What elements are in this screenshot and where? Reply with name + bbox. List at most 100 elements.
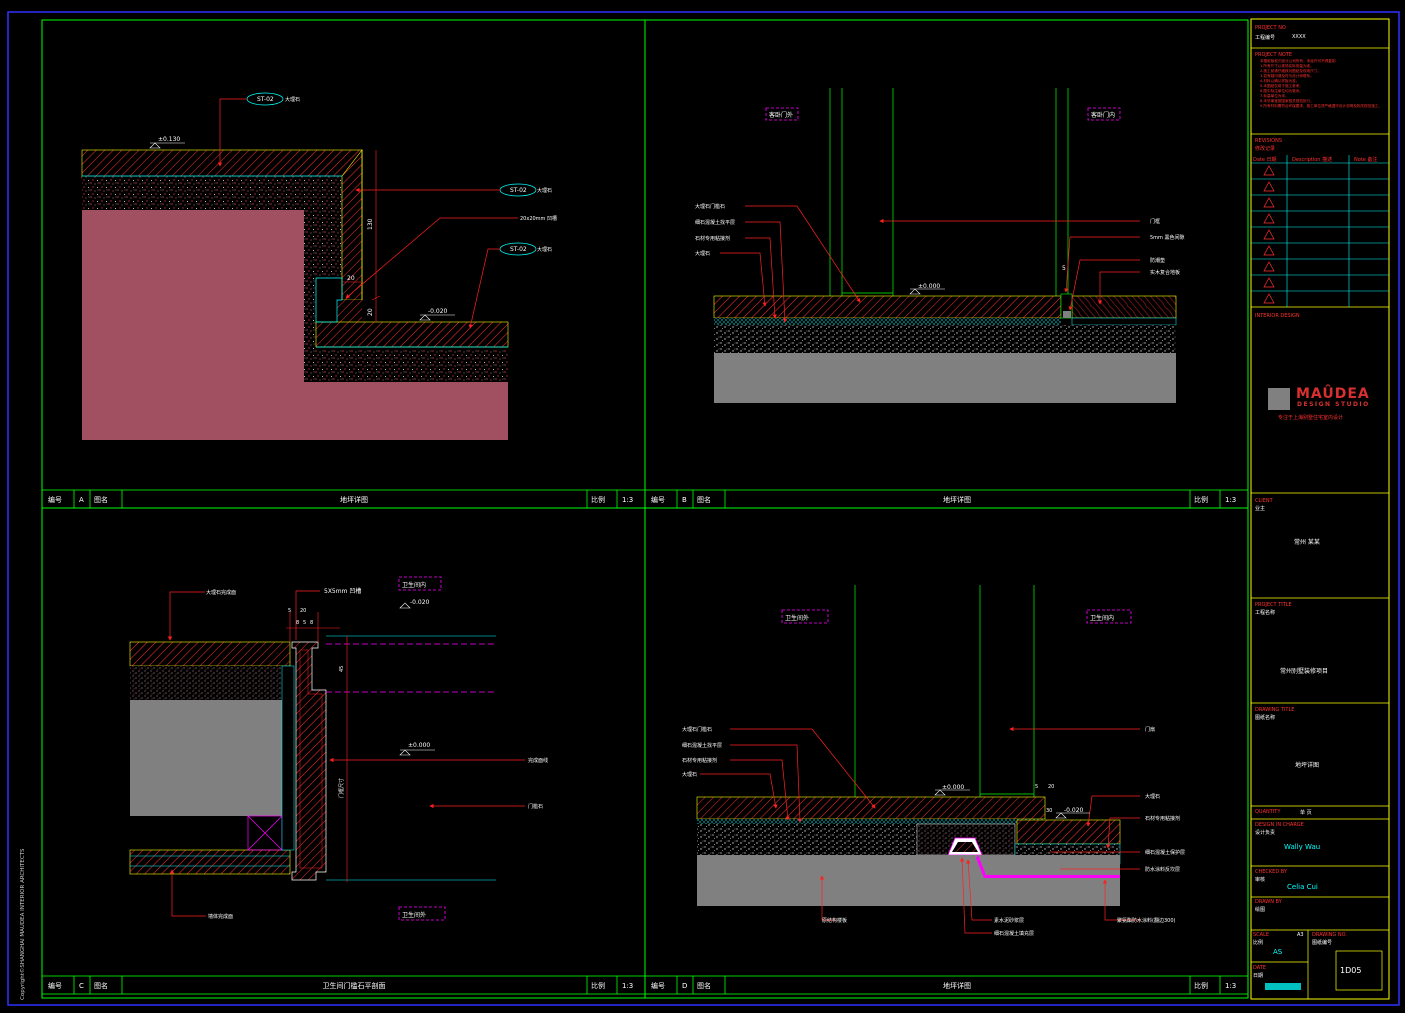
b-room-right: 客卧门内 — [1091, 111, 1115, 119]
d-level-b: -0.020 — [1064, 807, 1084, 814]
d-level-a: ±0.000 — [942, 784, 964, 791]
revision-triangle-icon — [1263, 213, 1275, 224]
c-joint: 5X5mm 凹槽 — [324, 587, 361, 595]
panel-a-detail: ST-02 大理石 ST-02 大理石 20x20mm 凹槽 ST-02 大理石… — [81, 92, 557, 440]
panel-title-bar — [644, 975, 1249, 995]
title-block-grid — [1251, 47, 1389, 999]
revision-triangle-icon — [1263, 277, 1275, 288]
tb-note-line: 9.所有材料需符合环保要求，施工单位须严格遵守设计说明及相关规范施工。 — [1260, 104, 1383, 108]
d-dim-2: 20 — [1048, 784, 1054, 790]
c-dim-45: 45 — [339, 666, 345, 672]
revision-triangle-icon — [1263, 165, 1275, 176]
logo-name: MAÛDEA — [1296, 386, 1370, 402]
panel-name-label: 图名 — [697, 495, 711, 504]
panel-name-label: 图名 — [94, 981, 108, 990]
b-note-left-1: 大理石门槛石 — [695, 203, 725, 210]
tb-project-title-label: PROJECT TITLE — [1255, 602, 1292, 608]
tb-note-label: PROJECT NOTE — [1255, 52, 1293, 58]
tb-drawn-cn: 绘图 — [1255, 907, 1266, 913]
tb-client-label: CLIENT — [1255, 498, 1273, 504]
c-room-out: 卫生间外 — [402, 911, 426, 919]
tb-designer-label: DESIGN IN CHARGE — [1255, 822, 1304, 828]
b-dim-5: 5 — [1062, 265, 1066, 272]
panel-id: B — [682, 496, 687, 504]
c-dim-5: 8 — [310, 620, 313, 626]
d-note-bottom-4: 聚氨酯防水涂料(翻边300) — [1117, 917, 1175, 924]
panel-scale-label: 比例 — [1194, 495, 1208, 504]
tb-drawing-no-label: DRAWING NO. — [1312, 932, 1347, 938]
c-level-b: ±0.000 — [408, 742, 430, 749]
c-level-a: -0.020 — [410, 599, 430, 606]
panel-b-detail: 客卧门外 客卧门内 大理石门槛石 细石混凝土找平层 石材专用粘接剂 大理石 门框… — [695, 88, 1185, 403]
panel-id: C — [79, 982, 84, 990]
a-tag2-text: 大理石 — [537, 187, 552, 194]
tb-rev-col-3: Note 备注 — [1354, 157, 1378, 163]
tb-note-line: 1.所有尺寸以现场实际测量为准。 — [1260, 64, 1314, 68]
tb-project-title: 常州别墅装修项目 — [1280, 668, 1329, 675]
revision-table — [1251, 155, 1389, 307]
tb-note-line: 7.标高单位为米。 — [1260, 94, 1289, 98]
logo-cn: 专注于上海别墅住宅室内设计 — [1278, 415, 1344, 421]
b-note-left-2: 细石混凝土找平层 — [695, 219, 735, 226]
tb-revision-label: REVISIONS — [1255, 138, 1283, 144]
panel-number-label: 编号 — [48, 981, 62, 990]
a-tag1: ST-02 — [257, 96, 274, 103]
logo-mark — [1268, 388, 1290, 410]
c-room-in: 卫生间内 — [402, 581, 426, 589]
panel-c-detail: 大理石完成面 5X5mm 凹槽 卫生间内 卫生间外 -0.020 ±0.000 … — [129, 576, 548, 921]
tb-designer: Wally Wau — [1284, 843, 1321, 851]
tb-project-title-cn: 工程名称 — [1255, 610, 1276, 616]
a-tag1-text: 大理石 — [285, 96, 300, 103]
d-note-bottom-2: 素水泥砂浆层 — [994, 917, 1024, 924]
panel-title-bar — [644, 489, 1249, 509]
tb-scale-cn: 比例 — [1253, 940, 1264, 946]
d-note-right-4: 防水涂料反坎层 — [1145, 866, 1180, 873]
c-dim-2: 20 — [300, 608, 306, 614]
a-tag2: ST-02 — [510, 187, 527, 194]
revision-triangle-icon — [1263, 229, 1275, 240]
d-note-left-4: 大理石 — [682, 771, 697, 778]
tb-checked-label: CHECKED BY — [1255, 869, 1287, 875]
c-dim-side: 门框尺寸 — [338, 778, 345, 798]
tb-rev-col-1: Date 日期 — [1253, 157, 1277, 163]
d-note-right-1: 大理石 — [1145, 793, 1160, 800]
panel-number-label: 编号 — [651, 981, 665, 990]
b-note-left-4: 大理石 — [695, 250, 710, 257]
c-top-note: 大理石完成面 — [206, 589, 236, 596]
tb-scale-label: SCALE — [1253, 932, 1270, 938]
c-dim-1: 5 — [288, 608, 291, 614]
d-note-left-2: 细石混凝土找平层 — [682, 742, 722, 749]
tb-scale: AS — [1273, 948, 1283, 956]
c-dim-3: 8 — [296, 620, 299, 626]
d-note-left-1: 大理石门槛石 — [682, 726, 712, 733]
d-note-bottom-1: 原结构楼板 — [822, 917, 847, 924]
tb-drawing-title-label: DRAWING TITLE — [1255, 707, 1295, 713]
b-note-right-4: 实木复合地板 — [1150, 269, 1180, 276]
panel-scale: 1:3 — [622, 982, 633, 990]
tb-drawing-no-cn: 图纸编号 — [1312, 940, 1333, 946]
panel-scale-label: 比例 — [591, 981, 605, 990]
b-level: ±0.000 — [918, 283, 940, 290]
tb-drawing-title-cn: 图纸名称 — [1255, 715, 1276, 721]
tb-revision-cn: 修改记录 — [1255, 146, 1276, 152]
drawing-no-box — [1335, 950, 1383, 991]
panel-id: A — [79, 496, 84, 504]
tb-drawing-title: 地坪详图 — [1295, 762, 1320, 769]
panel-title: 卫生间门槛石平剖面 — [323, 981, 386, 990]
panel-name-label: 图名 — [94, 495, 108, 504]
tb-note-line: 本图纸版权归设计公司所有，未经许可不得复制 — [1260, 59, 1336, 63]
tb-note-line: 2.施工前请仔细核对图纸及现场尺寸。 — [1260, 69, 1321, 73]
tb-rev-col-2: Description 描述 — [1292, 157, 1333, 163]
b-note-right-1: 门框 — [1150, 218, 1160, 225]
tb-checked: Celia Cui — [1287, 883, 1318, 891]
b-note-left-3: 石材专用粘接剂 — [695, 235, 730, 242]
b-note-right-2: 5mm 黑色间隙 — [1150, 234, 1185, 241]
d-note-door: 门扇 — [1145, 726, 1155, 733]
d-note-right-2: 石材专用粘接剂 — [1145, 815, 1180, 822]
panel-scale-label: 比例 — [1194, 981, 1208, 990]
panel-number-label: 编号 — [651, 495, 665, 504]
tb-project-no-label: PROJECT NO — [1255, 25, 1286, 31]
d-room-out: 卫生间外 — [785, 614, 809, 622]
